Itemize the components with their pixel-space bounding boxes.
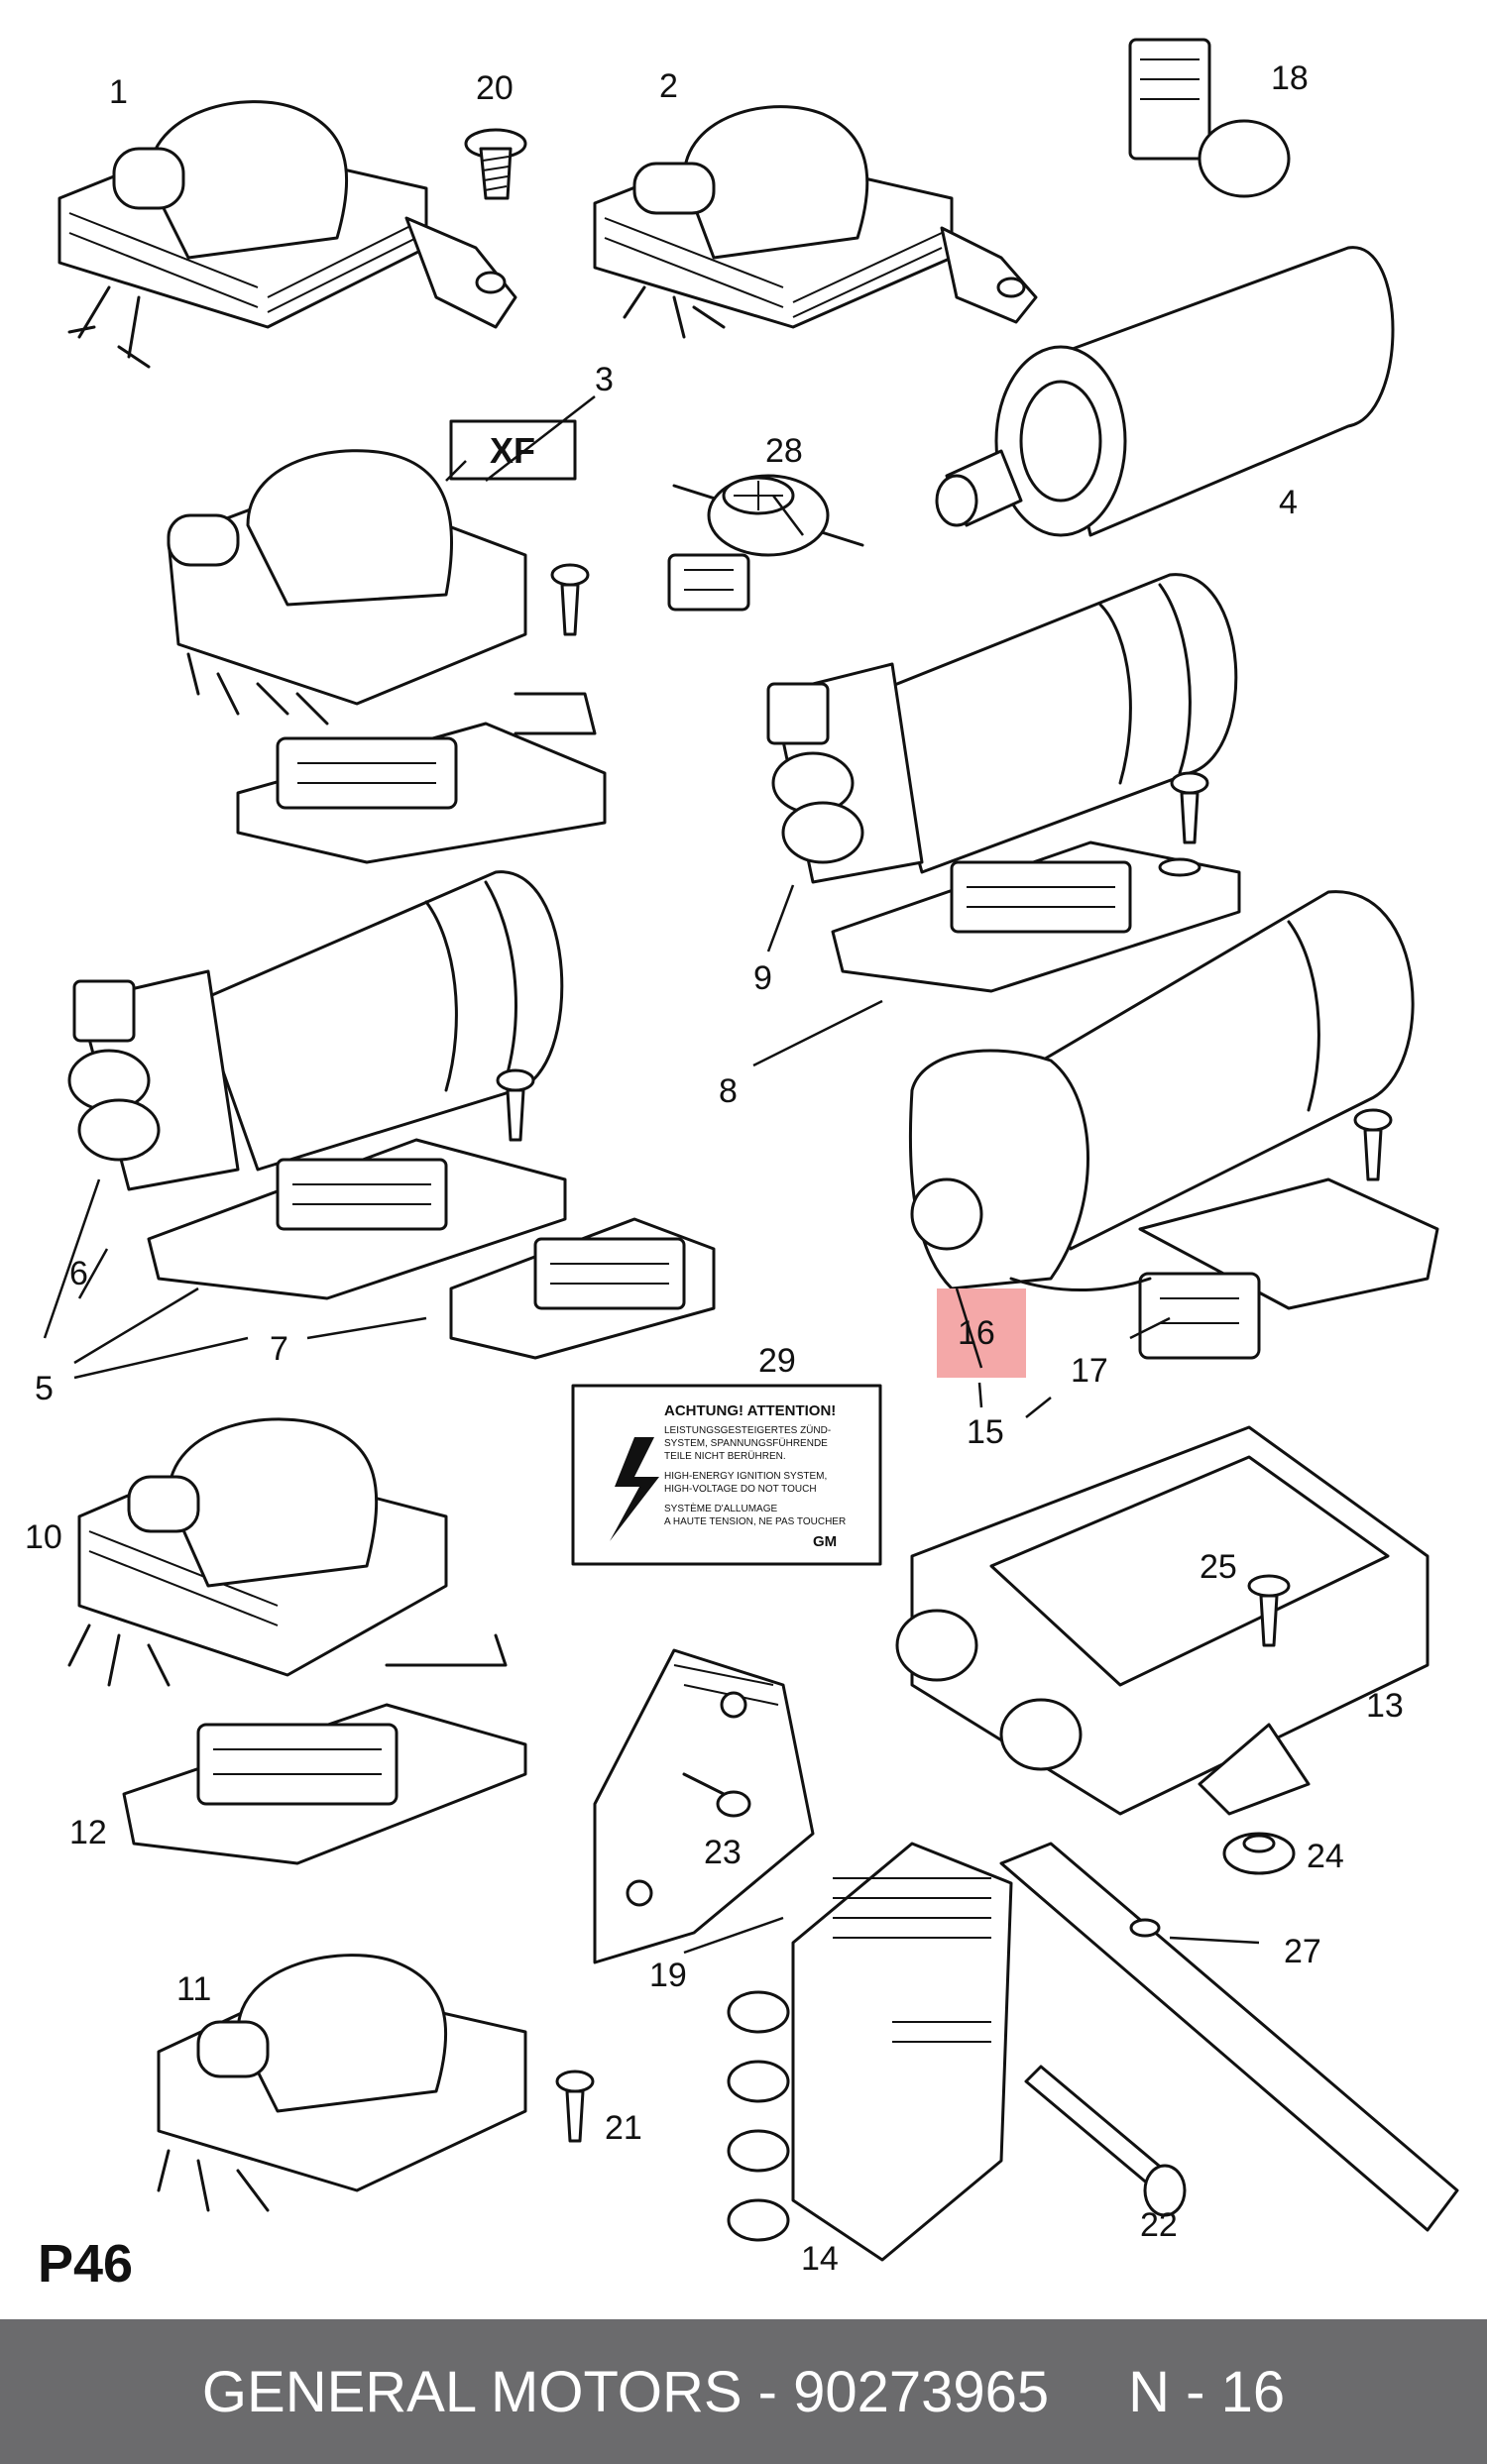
warning-line-6: SYSTÈME D'ALLUMAGE — [664, 1502, 777, 1514]
callout-13: 13 — [1366, 1687, 1404, 1725]
part-13-control-unit — [895, 1425, 1430, 1816]
part-24-grommet — [1222, 1832, 1296, 1875]
callout-25: 25 — [1200, 1548, 1237, 1586]
callout-28: 28 — [765, 432, 803, 470]
part-23-bolt — [682, 1772, 751, 1818]
callout-3: 3 — [595, 361, 614, 398]
part-21-bolt — [555, 2070, 595, 2143]
callout-5: 5 — [35, 1370, 54, 1407]
callout-10: 10 — [25, 1518, 62, 1556]
warning-brand: GM — [813, 1533, 837, 1550]
warning-line-3: TEILE NICHT BERÜHREN. — [664, 1450, 786, 1462]
part-29-warning-label: ACHTUNG! ATTENTION! LEISTUNGSGESTEIGERTE… — [571, 1384, 882, 1566]
warning-line-1: LEISTUNGSGESTEIGERTES ZÜND- — [664, 1424, 831, 1436]
footer-reference: N - 16 — [1128, 2359, 1286, 2424]
callout-12: 12 — [69, 1814, 107, 1851]
part-14-coil-pack — [727, 1842, 1013, 2262]
part-10-ignition-coil — [67, 1417, 448, 1687]
callout-24: 24 — [1307, 1838, 1344, 1875]
callout-8: 8 — [719, 1072, 738, 1110]
callout-23: 23 — [704, 1834, 742, 1871]
part-18-connector — [1128, 38, 1291, 198]
callout-1: 1 — [109, 73, 128, 111]
part-19-bracket — [593, 1648, 815, 1964]
part-6-coil-module — [67, 870, 567, 1300]
footer-bar: GENERAL MOTORS - 90273965 N - 16 — [0, 2319, 1487, 2464]
callout-4: 4 — [1279, 484, 1298, 521]
part-11-ignition-coil — [157, 1954, 527, 2212]
part-1-ignition-coil — [57, 100, 517, 369]
callout-17: 17 — [1071, 1352, 1108, 1390]
callout-labels: 1 2 3 4 5 6 7 8 9 10 11 12 13 14 15 16 1… — [25, 59, 1404, 2294]
callout-7: 7 — [270, 1330, 288, 1368]
callout-15: 15 — [967, 1413, 1004, 1451]
part-2-ignition-coil — [593, 105, 1038, 339]
warning-line-2: SYSTEM, SPANNUNGSFÜHRENDE — [664, 1437, 828, 1449]
callout-21: 21 — [605, 2109, 642, 2147]
part-3-coil-xf: XF — [167, 419, 607, 864]
part-22-long-bolt — [1024, 2065, 1187, 2217]
leader-lines — [43, 395, 1260, 1955]
callout-19: 19 — [649, 1957, 687, 1994]
callout-9: 9 — [753, 959, 772, 997]
part-20-bolt — [464, 128, 527, 200]
part-7-module — [449, 1217, 716, 1360]
xf-box-label: XF — [490, 430, 535, 471]
warning-line-4: HIGH-ENERGY IGNITION SYSTEM, — [664, 1471, 827, 1482]
callout-6: 6 — [69, 1255, 88, 1292]
callout-11: 11 — [176, 1970, 211, 2008]
part-27-strap — [999, 1842, 1459, 2232]
warning-line-5: HIGH-VOLTAGE DO NOT TOUCH — [664, 1484, 817, 1495]
callout-27: 27 — [1284, 1933, 1321, 1970]
part-9-coil-module — [766, 573, 1241, 993]
callout-14: 14 — [801, 2240, 839, 2278]
callout-29: 29 — [758, 1342, 796, 1380]
footer-part-number: GENERAL MOTORS - 90273965 — [201, 2359, 1050, 2424]
part-4-cylindrical-coil — [935, 246, 1395, 537]
warning-title: ACHTUNG! ATTENTION! — [664, 1402, 836, 1419]
page-code: P46 — [38, 2234, 133, 2294]
callout-20: 20 — [476, 69, 514, 107]
callout-2: 2 — [659, 67, 678, 105]
callout-22: 22 — [1140, 2206, 1178, 2244]
highlight-box-16 — [937, 1288, 1026, 1378]
exploded-parts-drawing: XF — [25, 38, 1459, 2294]
warning-line-7: A HAUTE TENSION, NE PAS TOUCHER — [664, 1516, 846, 1527]
callout-16: 16 — [958, 1314, 995, 1352]
part-16-coil-assembly — [908, 890, 1439, 1360]
part-28-sensor — [667, 474, 864, 612]
callout-18: 18 — [1271, 59, 1309, 97]
part-12-module-plate — [122, 1633, 527, 1865]
